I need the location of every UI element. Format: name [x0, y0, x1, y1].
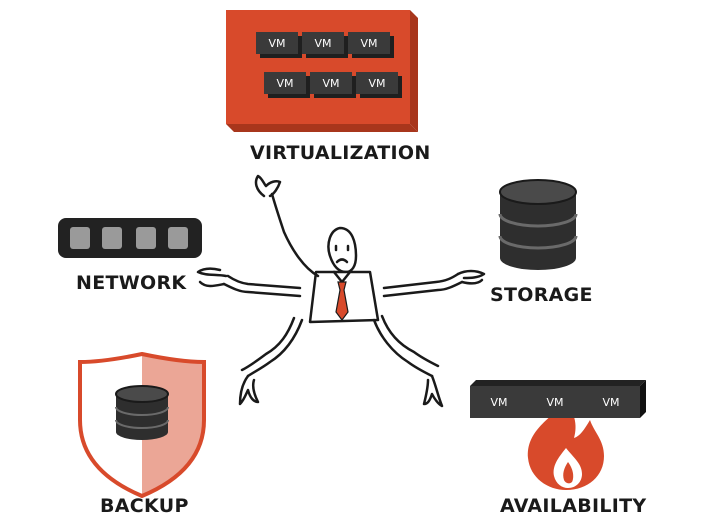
backup-database-top: [115, 385, 169, 403]
virtualization-slab-bottom: [226, 124, 418, 132]
arm-mid-left: [226, 274, 302, 290]
vm-block: VM: [348, 32, 394, 58]
hand-upper-left: [254, 174, 282, 198]
vm-label: VM: [602, 396, 619, 409]
label-availability: AVAILABILITY: [500, 495, 647, 517]
arm-upper-left: [270, 192, 320, 278]
shield-outline: [78, 351, 206, 499]
fire-icon: [527, 402, 604, 490]
arm-lower-left-inner: [240, 316, 296, 372]
tie: [335, 281, 349, 321]
virtualization-slab: [226, 10, 410, 124]
arm-lower-left: [246, 318, 304, 378]
vm-label: VM: [490, 396, 507, 409]
network-port: [70, 227, 90, 249]
vm-block: VM: [356, 72, 402, 98]
vm-block: VM: [302, 32, 348, 58]
availability-icon: VM VM VM: [470, 380, 646, 490]
vm-label: VM: [546, 396, 563, 409]
virtualization-slab-side: [410, 10, 418, 132]
frown-mouth: [335, 258, 349, 264]
network-port: [168, 227, 188, 249]
arm-lower-right-inner: [380, 314, 440, 368]
vm-block: VM: [582, 380, 646, 418]
network-switch-body: [58, 218, 202, 258]
vm-block: VM: [264, 72, 310, 98]
virtualization-icon: VM VM VM VM VM VM: [226, 10, 418, 132]
vm-label: VM: [322, 77, 339, 90]
backup-shield-icon: [78, 351, 206, 499]
head: [327, 226, 358, 274]
label-storage: STORAGE: [490, 284, 593, 306]
network-port: [102, 227, 122, 249]
arm-mid-left-lower: [222, 282, 302, 298]
hand-lower-left: [238, 374, 260, 406]
vm-block: VM: [310, 72, 356, 98]
vm-block: VM: [470, 380, 534, 418]
label-network: NETWORK: [76, 272, 187, 294]
database-ring: [498, 213, 578, 228]
arm-mid-right: [382, 272, 460, 290]
vm-label: VM: [276, 77, 293, 90]
vm-label: VM: [268, 37, 285, 50]
arm-lower-right: [372, 318, 434, 378]
database-icon: [498, 179, 578, 270]
label-virtualization: VIRTUALIZATION: [250, 142, 431, 164]
label-backup: BACKUP: [100, 495, 189, 517]
hand-mid-right: [456, 269, 486, 285]
vm-label: VM: [360, 37, 377, 50]
hand-lower-right: [422, 374, 444, 408]
hand-mid-left: [196, 267, 228, 288]
vm-label: VM: [368, 77, 385, 90]
backup-database-ring: [115, 406, 169, 416]
database-body: [500, 192, 576, 270]
backup-database-ring: [115, 419, 169, 429]
database-top: [499, 179, 577, 205]
vm-block: VM: [256, 32, 302, 58]
vm-block: VM: [526, 380, 590, 418]
network-switch-icon: [58, 218, 202, 258]
database-ring: [498, 235, 578, 250]
arm-mid-right-lower: [382, 280, 464, 298]
backup-database-body: [116, 394, 168, 440]
vm-label: VM: [314, 37, 331, 50]
network-port: [136, 227, 156, 249]
